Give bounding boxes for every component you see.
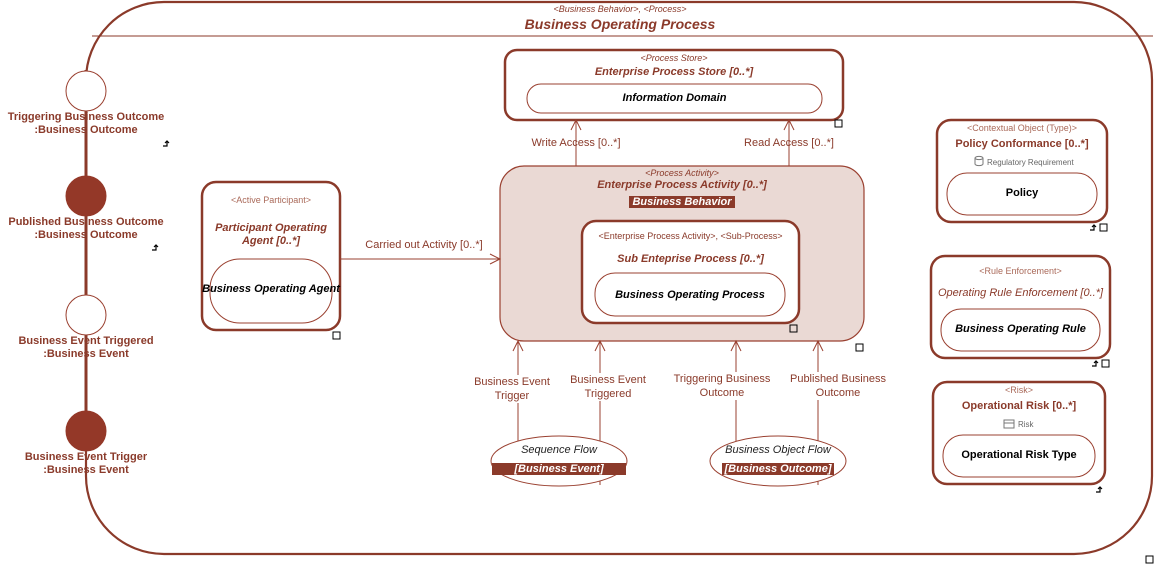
- information-domain-box: [526, 83, 823, 114]
- link-arrow-icon: [152, 140, 1103, 493]
- rule-stereotype: <Rule Enforcement>: [979, 266, 1062, 276]
- write-access-arrow: [570, 118, 582, 131]
- sequence-flow-type: [Business Event]: [491, 459, 627, 477]
- expand-marker-icon: [332, 119, 1154, 564]
- process-store-name: Enterprise Process Store [0..*]: [594, 66, 754, 78]
- port-event-trigger: [65, 410, 107, 452]
- policy-inner-box: [946, 172, 1098, 216]
- process-store-stereotype: <Process Store>: [640, 53, 708, 63]
- outcome-trig-arrow: [730, 339, 742, 352]
- read-access-arrow: [783, 118, 795, 131]
- risk-tag: Risk: [1018, 420, 1034, 429]
- policy-stereotype: <Contextual Object (Type)>: [966, 123, 1078, 133]
- port-label-event-trigger: Business Event Trigger:Business Event: [24, 451, 148, 476]
- table-icon: [1003, 419, 1015, 429]
- operating-agent-box: [209, 258, 333, 324]
- read-access-label: Read Access [0..*]: [744, 137, 834, 149]
- sub-process-stereotype: <Enterprise Process Activity>, <Sub-Proc…: [598, 231, 783, 241]
- risk-inner-label: Operational Risk Type: [961, 449, 1077, 461]
- frame-title: Business Operating Process: [524, 16, 716, 32]
- port-event-triggered: [65, 294, 107, 336]
- risk-inner-box: [942, 434, 1096, 478]
- frame-stereotype: <Business Behavior>, <Process>: [553, 4, 687, 14]
- carried-out-label: Carried out Activity [0..*]: [365, 239, 483, 251]
- port-triggering-outcome: [65, 70, 107, 112]
- participant-stereotype: <Active Participant>: [230, 195, 312, 205]
- rule-name: Operating Rule Enforcement [0..*]: [937, 287, 1104, 299]
- object-flow-name: Business Object Flow: [725, 444, 831, 456]
- sequence-flow-name: Sequence Flow: [521, 444, 597, 456]
- policy-name: Policy Conformance [0..*]: [955, 138, 1089, 150]
- port-label-event-triggered: Business Event Triggered:Business Event: [18, 335, 154, 360]
- outcome-pub-arrow: [812, 339, 824, 352]
- port-published-outcome: [65, 175, 107, 217]
- port-label-published-outcome: Published Business Outcome:Business Outc…: [8, 216, 164, 241]
- db-icon: [974, 155, 984, 167]
- activity-stereotype: <Process Activity>: [645, 168, 719, 178]
- policy-tag: Regulatory Requirement: [987, 158, 1074, 167]
- event-trigger-arrow: [512, 339, 524, 352]
- rule-inner-box: [940, 308, 1101, 352]
- object-flow-type: [Business Outcome]: [710, 459, 846, 477]
- information-domain-label: Information Domain: [622, 92, 727, 104]
- activity-type: Business Behavior: [500, 192, 864, 210]
- policy-inner-label: Policy: [1005, 187, 1039, 199]
- rule-inner-label: Business Operating Rule: [955, 323, 1086, 335]
- event-triggered-arrow: [594, 339, 606, 352]
- sub-process-inner-label: Business Operating Process: [615, 289, 765, 301]
- operating-agent-label: Business Operating Agent: [202, 283, 340, 295]
- carried-out-arrow: [489, 253, 502, 265]
- sub-process-inner-box: [594, 272, 786, 317]
- sub-process-name: Sub Enteprise Process [0..*]: [617, 253, 764, 265]
- risk-stereotype: <Risk>: [1004, 385, 1033, 395]
- write-access-label: Write Access [0..*]: [531, 137, 621, 149]
- activity-name: Enterprise Process Activity [0..*]: [597, 179, 767, 191]
- risk-name: Operational Risk [0..*]: [961, 400, 1077, 412]
- port-label-triggering-outcome: Triggering Business Outcome:Business Out…: [7, 111, 165, 136]
